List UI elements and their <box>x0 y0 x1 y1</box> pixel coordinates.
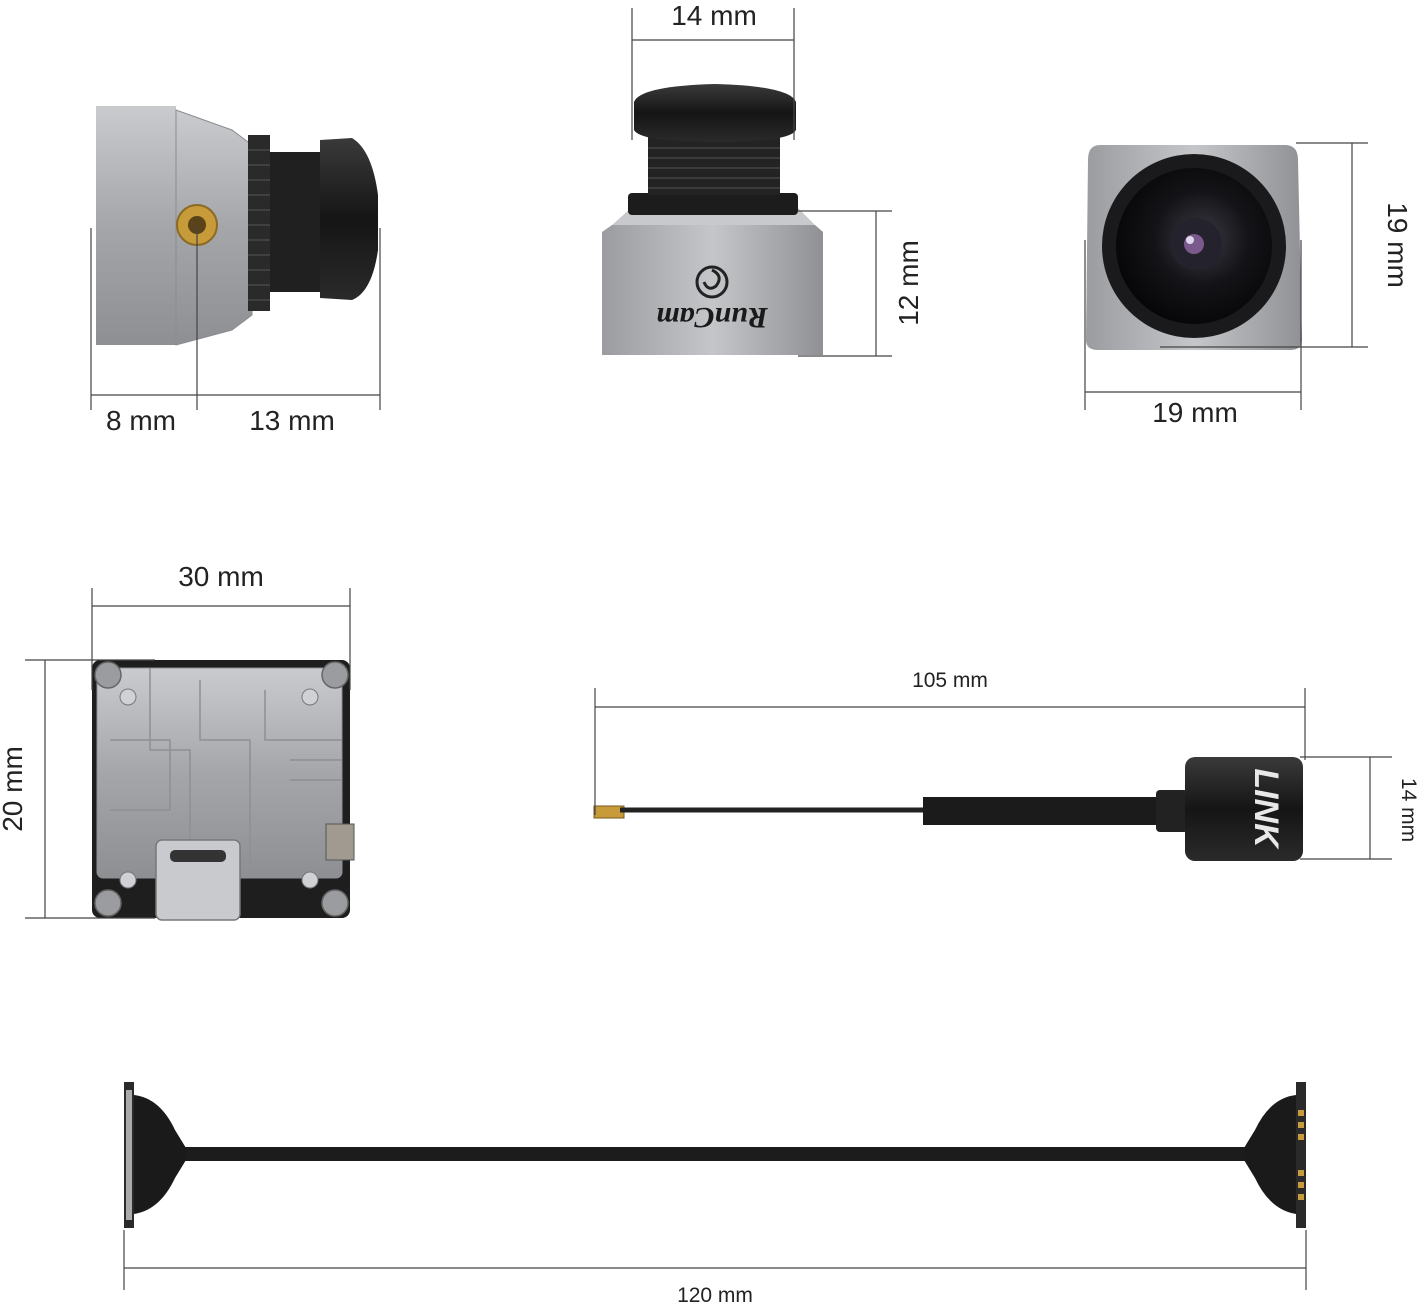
front-body-height-label: 12 mm <box>893 240 924 326</box>
antenna-logo-text: LINK <box>1247 768 1285 850</box>
camera-top-dimension-lines <box>1084 142 1368 410</box>
antenna-dimension-lines <box>594 688 1392 860</box>
runcam-logo-icon: RunCam <box>656 265 769 334</box>
vtx-dimension-lines <box>25 588 351 919</box>
cable-dimension-lines <box>123 1230 1307 1290</box>
camera-front-view: RunCam <box>602 84 823 355</box>
side-mount-dimension-label: 8 mm <box>106 405 176 436</box>
antenna-head-diameter-label: 14 mm <box>1397 778 1420 842</box>
coax-cable <box>124 1082 1306 1228</box>
camera-side-view <box>96 106 378 346</box>
antenna-length-label: 105 mm <box>912 669 988 692</box>
camera-side-dimension-lines <box>90 226 381 410</box>
usb-c-port-icon <box>155 839 241 921</box>
vtx-width-label: 30 mm <box>178 561 264 592</box>
camera-top-view <box>1086 145 1302 350</box>
corner-screw-icon <box>94 661 349 917</box>
antenna: LINK <box>593 757 1303 861</box>
camera-front-dimension-lines <box>631 8 892 357</box>
runcam-logo-text: RunCam <box>656 301 769 334</box>
vtx-height-label: 20 mm <box>0 746 28 832</box>
top-width-label: 19 mm <box>1152 397 1238 428</box>
front-lens-width-label: 14 mm <box>671 0 757 31</box>
side-body-dimension-label: 13 mm <box>249 405 335 436</box>
vtx-board <box>92 660 355 921</box>
top-height-label: 19 mm <box>1382 202 1413 288</box>
cable-length-label: 120 mm <box>677 1284 753 1306</box>
